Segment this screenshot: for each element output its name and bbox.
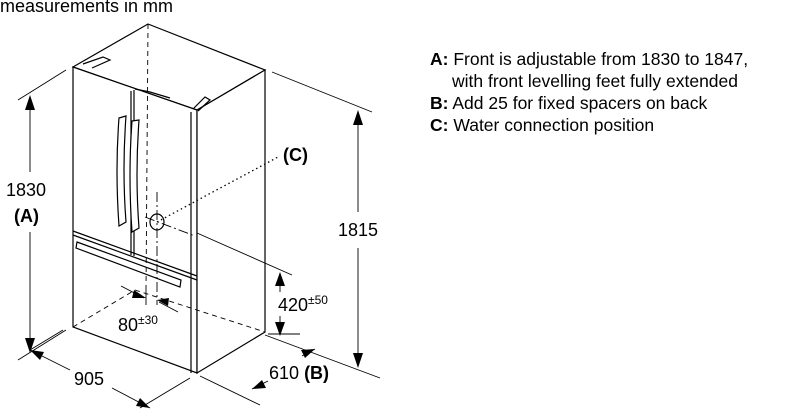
dim-height-total: 1830 (6, 180, 47, 200)
notes-legend: A: Front is adjustable from 1830 to 1847… (430, 48, 748, 136)
measurements-caption: measurements in mm (0, 0, 174, 16)
dimension-arrows (25, 95, 363, 408)
fridge-body (71, 23, 267, 375)
water-connection-label: (C) (283, 145, 308, 165)
note-a: A: Front is adjustable from 1830 to 1847… (430, 49, 749, 69)
dim-height-total-ref: (A) (14, 206, 39, 226)
note-a-cont: with front levelling feet fully extended (452, 71, 738, 91)
note-c: C: Water connection position (430, 115, 655, 135)
water-connection-marker (144, 156, 279, 305)
dim-depth: 610 (B) (269, 363, 330, 383)
dim-water-height: 420±50 (278, 293, 328, 315)
dim-height-body: 1815 (338, 220, 379, 240)
dim-width: 905 (74, 369, 105, 389)
note-b: B: Add 25 for fixed spacers on back (430, 93, 708, 113)
dim-water-offset: 80±30 (118, 313, 158, 335)
